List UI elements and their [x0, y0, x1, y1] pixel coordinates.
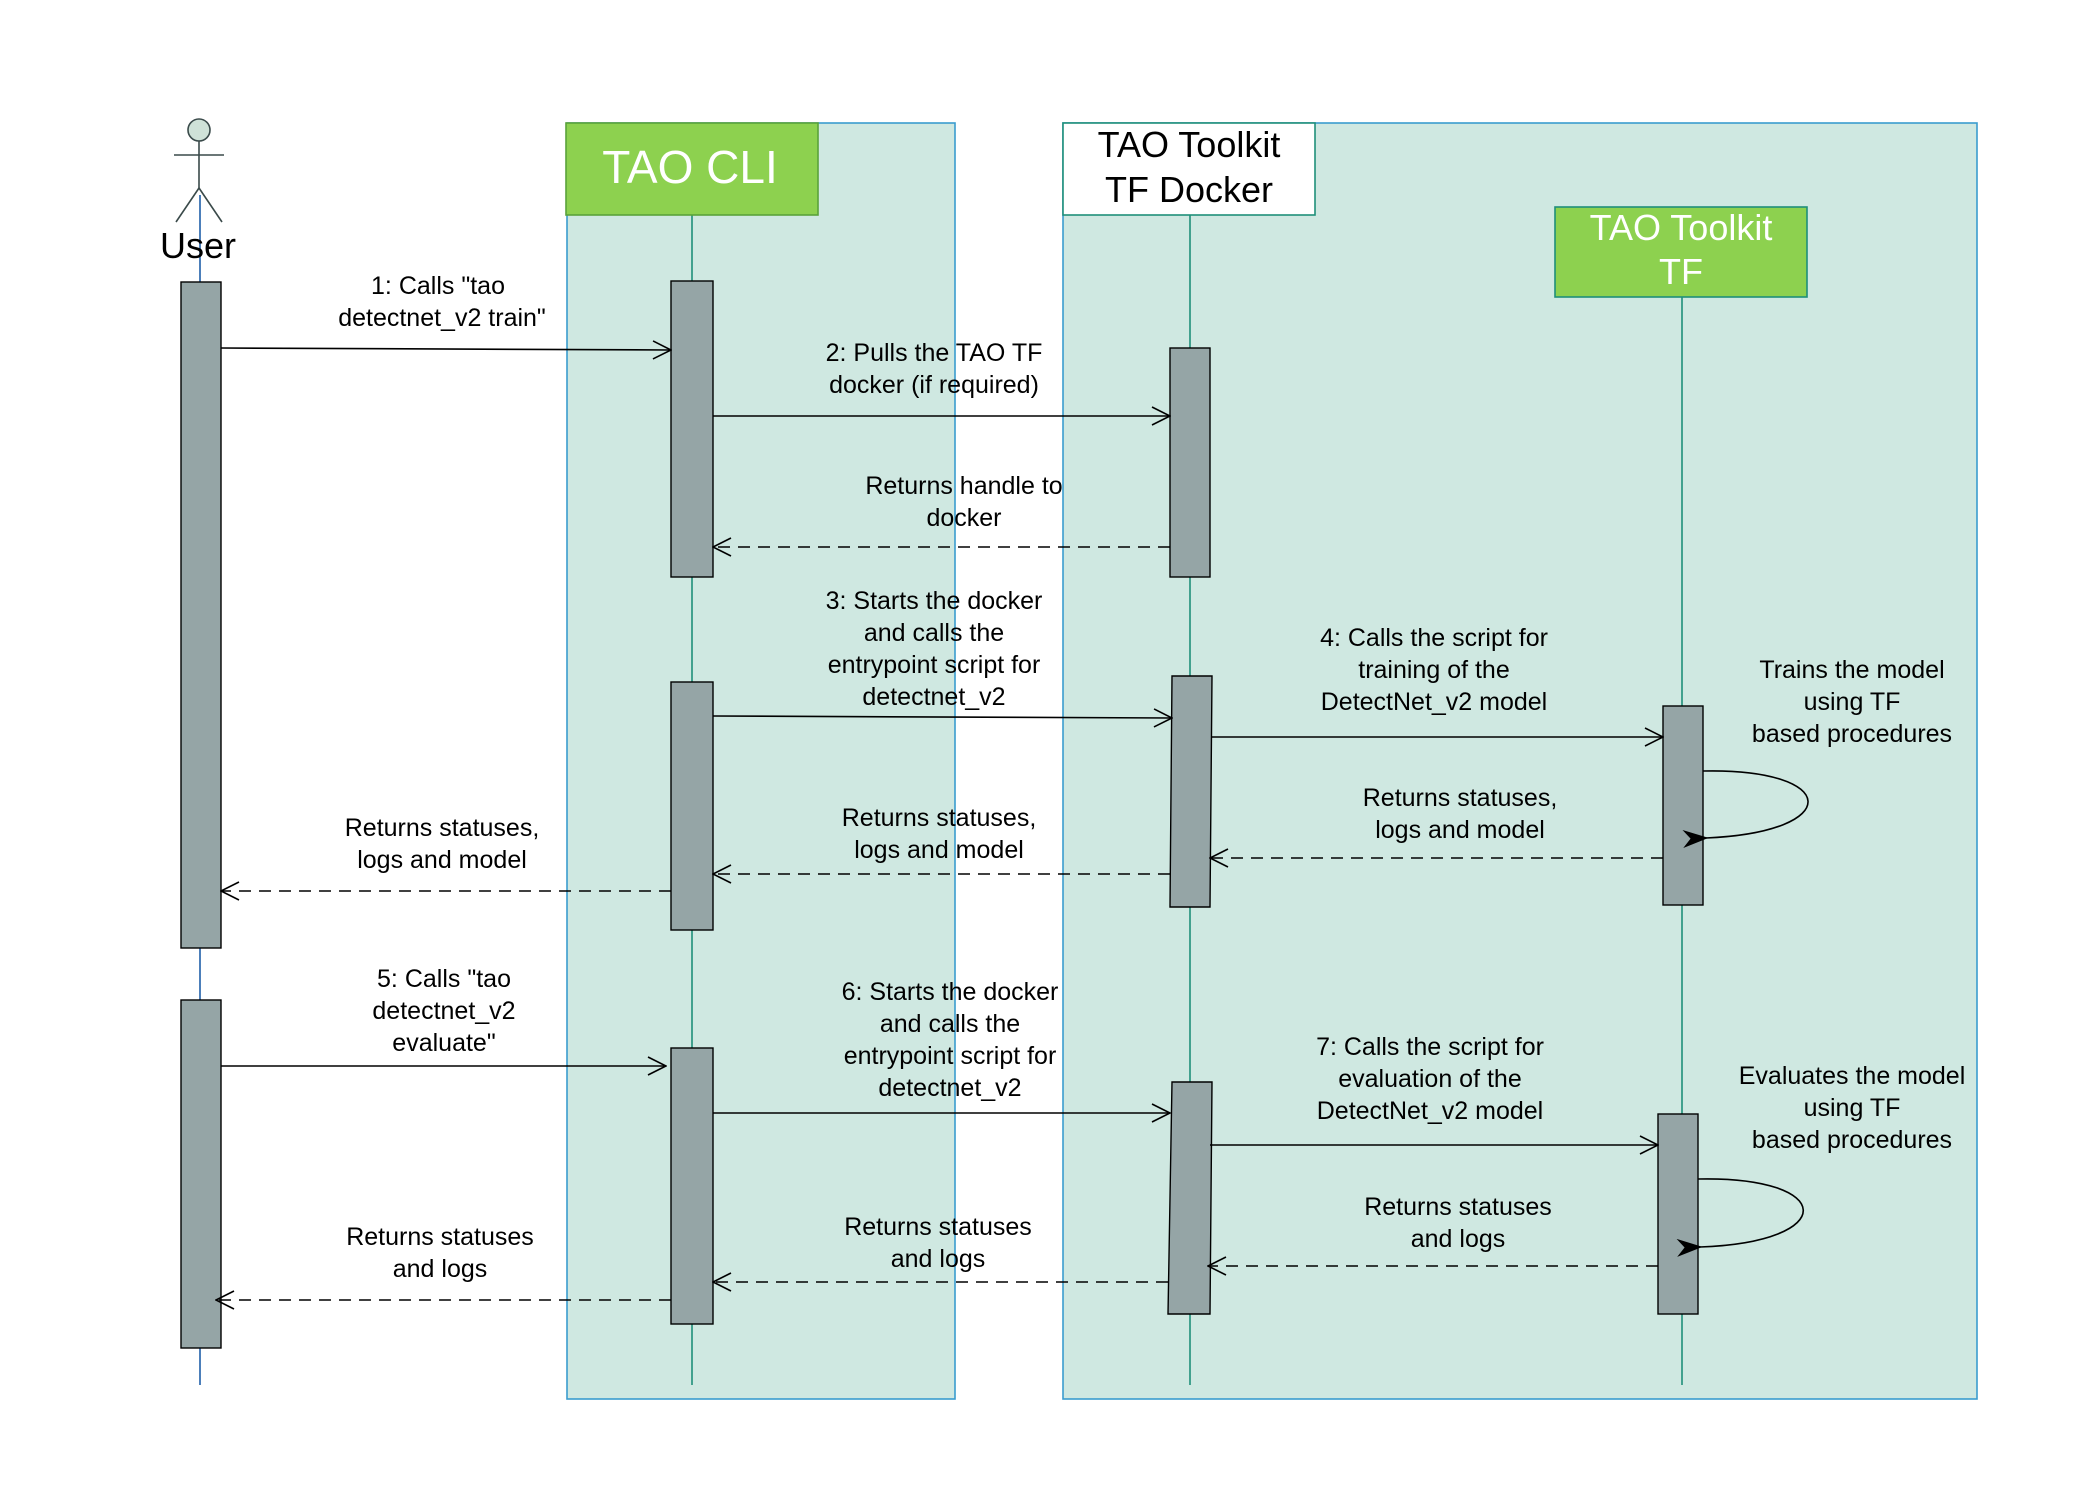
- m6-label-3: entrypoint script for: [844, 1042, 1057, 1070]
- tf-header-label-line1: TAO Toolkit: [1590, 207, 1773, 248]
- tf-activation-2: [1657, 1113, 1699, 1315]
- m4-label-1: 4: Calls the script for: [1320, 624, 1548, 652]
- m2-label-2: docker (if required): [829, 371, 1039, 399]
- self2-label-1: Evaluates the model: [1739, 1062, 1966, 1090]
- m6-label-1: 6: Starts the docker: [842, 978, 1059, 1006]
- m7-label-1: 7: Calls the script for: [1316, 1033, 1544, 1061]
- user-activation-2: [180, 999, 222, 1349]
- arrow-m3: [712, 716, 1172, 718]
- m7-label-3: DetectNet_v2 model: [1317, 1097, 1544, 1125]
- self1-label-1: Trains the model: [1759, 656, 1944, 684]
- activation-bars: [180, 280, 1704, 1349]
- user-actor-icon: [174, 118, 224, 223]
- r5-label-1: Returns statuses: [346, 1223, 534, 1251]
- user-label: User: [160, 225, 236, 266]
- m3-label-3: entrypoint script for: [828, 651, 1041, 679]
- self-call-arrow-1: [1682, 770, 1809, 849]
- tf-header: [1554, 206, 1808, 298]
- m6-label-2: and calls the: [880, 1010, 1020, 1038]
- cli-activation-3: [670, 1047, 714, 1325]
- user-activation-1: [180, 281, 222, 949]
- docker-activation-2: [1169, 675, 1213, 908]
- m4-label-2: training of the: [1358, 656, 1510, 684]
- tao-cli-header: [565, 122, 819, 216]
- cli-activation-2: [670, 681, 714, 931]
- self-call-arrow-2: [1676, 1178, 1804, 1257]
- m3-label-4: detectnet_v2: [862, 683, 1005, 711]
- tf-docker-header-label-line1: TAO Toolkit: [1098, 124, 1281, 165]
- m5-label-1: 5: Calls "tao: [377, 965, 511, 993]
- m1-label-2: detectnet_v2 train": [338, 304, 546, 332]
- tf-activation-1: [1662, 705, 1704, 906]
- cli-activation-1: [670, 280, 714, 578]
- r4-label-1: Returns statuses,: [1363, 784, 1558, 812]
- tf-docker-container: [1062, 122, 1978, 1400]
- m1-label-1: 1: Calls "tao: [371, 272, 505, 300]
- m2r-label-1: Returns handle to: [865, 472, 1062, 500]
- tf-docker-header: [1062, 122, 1316, 216]
- message-arrows: [216, 348, 1809, 1300]
- tao-cli-container: [566, 122, 956, 1400]
- r1-label-2: logs and model: [357, 846, 527, 874]
- arrow-m1: [220, 348, 671, 350]
- r6-label-2: and logs: [891, 1245, 986, 1273]
- m2r-label-2: docker: [926, 504, 1001, 532]
- m6-label-4: detectnet_v2: [878, 1074, 1021, 1102]
- m7-label-2: evaluation of the: [1338, 1065, 1521, 1093]
- r7-label-2: and logs: [1411, 1225, 1506, 1253]
- self1-label-2: using TF: [1804, 688, 1901, 716]
- docker-activation-1: [1169, 347, 1211, 578]
- r1-label-1: Returns statuses,: [345, 814, 540, 842]
- r7-label-1: Returns statuses: [1364, 1193, 1552, 1221]
- m3-label-1: 3: Starts the docker: [826, 587, 1043, 615]
- m5-label-3: evaluate": [392, 1029, 495, 1057]
- tf-docker-header-label-line2: TF Docker: [1105, 169, 1273, 210]
- m4-label-3: DetectNet_v2 model: [1321, 688, 1548, 716]
- self1-label-3: based procedures: [1752, 720, 1952, 748]
- m3-label-2: and calls the: [864, 619, 1004, 647]
- r3-label-2: logs and model: [854, 836, 1024, 864]
- r6-label-1: Returns statuses: [844, 1213, 1032, 1241]
- self2-label-2: using TF: [1804, 1094, 1901, 1122]
- r3-label-1: Returns statuses,: [842, 804, 1037, 832]
- tao-cli-header-label: TAO CLI: [602, 141, 778, 193]
- self2-label-3: based procedures: [1752, 1126, 1952, 1154]
- r5-label-2: and logs: [393, 1255, 488, 1283]
- docker-activation-3: [1167, 1081, 1213, 1315]
- tf-header-label-line2: TF: [1659, 251, 1703, 292]
- message-labels: 1: Calls "tao detectnet_v2 train" 2: Pul…: [338, 272, 1965, 1283]
- m2-label-1: 2: Pulls the TAO TF: [826, 339, 1043, 367]
- r4-label-2: logs and model: [1375, 816, 1545, 844]
- m5-label-2: detectnet_v2: [372, 997, 515, 1025]
